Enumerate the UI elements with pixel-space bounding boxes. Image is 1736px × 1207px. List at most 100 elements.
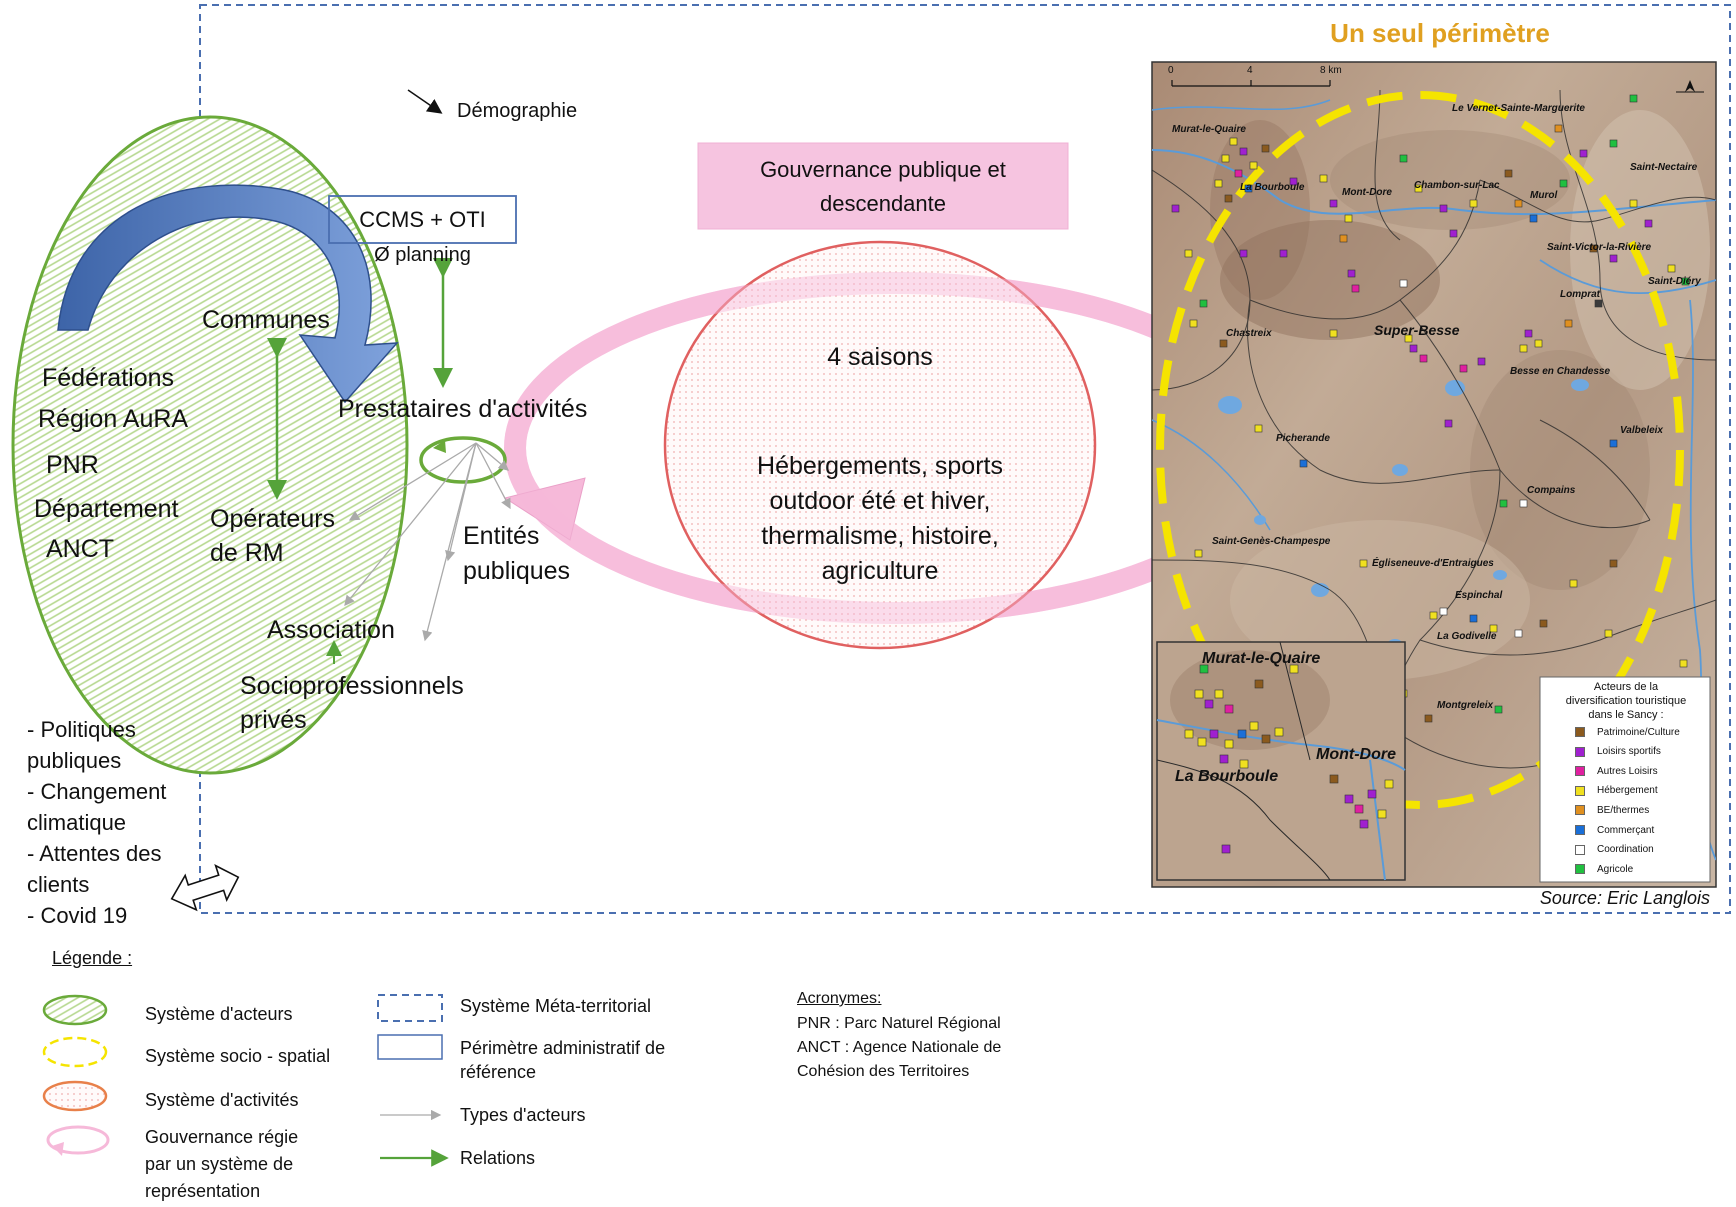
actor-prestataires: Prestataires d'activités	[338, 395, 588, 423]
town-chambon: Chambon-sur-Lac	[1414, 180, 1500, 191]
acronyms-title: Acronymes:	[797, 990, 882, 1007]
actor-operateurs-line-1: Opérateurs	[210, 505, 336, 533]
actor-markers	[1171, 94, 1690, 723]
legend-item-governance-1: Gouvernance régie	[145, 1127, 299, 1147]
acronym-pnr: PNR : Parc Naturel Régional	[797, 1015, 1001, 1032]
inset-town-mont-dore: Mont-Dore	[1316, 746, 1396, 763]
legend-label: Loisirs sportifs	[1597, 746, 1661, 758]
demography-label: Démographie	[457, 100, 578, 122]
scale-0: 0	[1168, 65, 1174, 76]
actor-entites-line-1: Entités	[463, 522, 540, 550]
governance-line-2: descendante	[820, 191, 946, 216]
actor-entites-line-2: publiques	[463, 557, 571, 585]
governance-loop-arrowhead	[503, 477, 586, 541]
actor-socio-line-1: Socioprofessionnels	[240, 672, 464, 700]
map-legend-entry: BE/thermes	[1575, 801, 1649, 819]
acronym-anct-2: Cohésion des Territoires	[797, 1063, 970, 1080]
legend-symbols	[42, 994, 449, 1167]
map-legend-title-3: dans le Sancy :	[1588, 709, 1664, 721]
legend-swatch	[1575, 727, 1585, 737]
town-saint-victor: Saint-Victor-la-Rivière	[1547, 242, 1652, 253]
left-actor-region: Région AuRA	[38, 405, 189, 433]
ccms-box	[328, 195, 517, 244]
scale-8: 8 km	[1320, 65, 1342, 76]
town-chastreix: Chastreix	[1226, 328, 1272, 339]
legend-actors-symbol	[42, 994, 108, 1026]
legend-label: Hébergement	[1597, 785, 1658, 797]
legend-swatch	[1575, 746, 1585, 757]
actor-operateurs-line-2: de RM	[210, 539, 284, 567]
scale-4: 4	[1247, 65, 1253, 76]
legend-item-socio-spatial: Système socio - spatial	[145, 1046, 331, 1066]
left-actor-departement: Département	[34, 495, 179, 523]
legend-swatch	[1575, 825, 1585, 835]
acronym-anct-1: ANCT : Agence Nationale de	[797, 1039, 1002, 1056]
legend-item-admin-1: Périmètre administratif de	[460, 1038, 666, 1058]
map-legend-entry: Loisirs sportifs	[1575, 743, 1661, 761]
legend-label: BE/thermes	[1597, 804, 1650, 816]
legend-meta-symbol	[377, 994, 443, 1022]
legend-item-governance-3: représentation	[145, 1181, 261, 1201]
town-saint-nectaire: Saint-Nectaire	[1630, 162, 1698, 173]
ccms-title: CCMS + OTI	[359, 207, 486, 232]
town-besse: Besse en Chandesse	[1510, 366, 1611, 377]
factor-line-7: - Covid 19	[27, 903, 128, 928]
legend-item-admin-2: référence	[460, 1062, 537, 1082]
map	[1151, 61, 1717, 888]
legend-label: Autres Loisirs	[1597, 765, 1658, 777]
factor-line-1: - Politiques	[27, 717, 136, 742]
legend-swatch	[1575, 805, 1585, 816]
activities-line-1: Hébergements, sports	[757, 452, 1003, 480]
legend-title: Légende :	[52, 948, 133, 968]
scale-bar	[1171, 80, 1331, 87]
town-valbeleix: Valbeleix	[1620, 425, 1663, 436]
inset-town-murat: Murat-le-Quaire	[1202, 650, 1321, 667]
legend-label: Patrimoine/Culture	[1597, 726, 1680, 738]
town-mont-dore: Mont-Dore	[1342, 187, 1392, 198]
town-lomprat: Lomprat	[1560, 289, 1600, 300]
legend-label: Commerçant	[1597, 824, 1655, 836]
activities-line-2: outdoor été et hiver,	[769, 487, 991, 515]
north-arrow-icon	[1685, 80, 1695, 92]
ccms-subtitle: Ø planning	[374, 244, 471, 266]
inset-map	[1156, 641, 1406, 881]
influence-arrow	[57, 184, 399, 404]
activities-title: 4 saisons	[827, 343, 933, 371]
town-compains: Compains	[1527, 485, 1576, 496]
governance-box	[697, 142, 1069, 230]
factor-line-3: - Changement	[27, 779, 167, 804]
legend-item-activities: Système d'activités	[145, 1090, 299, 1110]
inset-town-la-bourboule: La Bourboule	[1175, 768, 1279, 785]
legend-item-governance-2: par un système de	[145, 1154, 294, 1174]
legend-swatch	[1575, 785, 1585, 796]
town-espinchal: Espinchal	[1455, 590, 1503, 601]
legend-label: Coordination	[1597, 844, 1654, 856]
town-super-besse: Super-Besse	[1374, 322, 1460, 338]
town-murol: Murol	[1530, 190, 1558, 201]
town-saint-diery: Saint-Diéry	[1648, 276, 1701, 287]
map-legend-title-2: diversification touristique	[1565, 695, 1687, 707]
map-legend-entry: Hébergement	[1575, 782, 1658, 800]
legend-swatch	[1575, 766, 1585, 777]
town-picherande: Picherande	[1276, 433, 1330, 444]
town-egliseneuve: Égliseneuve-d'Entraigues	[1372, 558, 1494, 569]
town-le-vernet: Le Vernet-Sainte-Marguerite	[1452, 103, 1585, 114]
map-legend-panel	[1539, 676, 1711, 883]
legend-item-meta: Système Méta-territorial	[460, 996, 652, 1016]
map-legend-entry: Commerçant	[1575, 821, 1654, 839]
map-legend-title-1: Acteurs de la	[1593, 681, 1659, 693]
map-title: Un seul périmètre	[1330, 18, 1550, 48]
demography-arrow	[407, 89, 443, 114]
town-la-bourboule: La Bourboule	[1240, 182, 1305, 193]
map-legend-entry: Autres Loisirs	[1575, 762, 1658, 780]
legend-label: Agricole	[1597, 863, 1634, 875]
legend-item-relations: Relations	[460, 1148, 536, 1168]
legend-item-types: Types d'acteurs	[460, 1105, 586, 1125]
town-murat: Murat-le-Quaire	[1172, 124, 1246, 135]
town-montgreleix: Montgreleix	[1437, 700, 1494, 711]
left-actor-pnr: PNR	[46, 451, 99, 479]
legend-item-actors: Système d'acteurs	[145, 1004, 293, 1024]
map-source: Source: Eric Langlois	[1539, 888, 1710, 908]
